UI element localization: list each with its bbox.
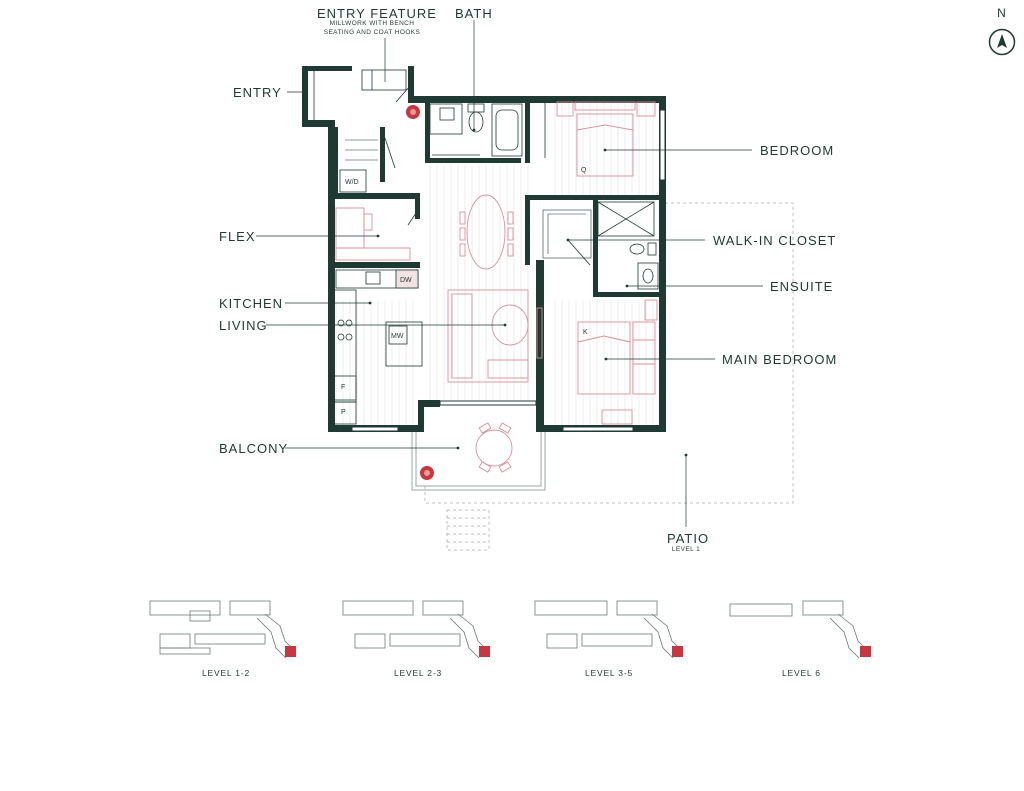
keyplan-level-6 xyxy=(729,600,871,659)
living-label: LIVING xyxy=(219,318,268,333)
ensuite-label: ENSUITE xyxy=(770,279,834,294)
mw-label: MW xyxy=(391,333,404,340)
leader-dots xyxy=(368,128,688,457)
keyplan-level-1-2 xyxy=(149,600,296,659)
bath-fixtures xyxy=(429,103,523,157)
level-6-label: LEVEL 6 xyxy=(782,668,821,678)
bed-k-label: K xyxy=(583,329,588,336)
balcony-table xyxy=(475,422,513,473)
wd-label: W/D xyxy=(345,179,359,186)
balcony-outline xyxy=(411,430,546,491)
patio-label: PATIO xyxy=(667,531,710,546)
patio-outline xyxy=(424,202,794,551)
doors xyxy=(313,70,591,266)
level-2-3-label: LEVEL 2-3 xyxy=(394,668,442,678)
entry-feature-sub2: SEATING AND COAT HOOKS xyxy=(323,29,421,36)
flex-desk xyxy=(335,207,411,261)
dw-label: DW xyxy=(400,277,412,284)
kitchen-counters xyxy=(333,269,423,425)
balcony-label: BALCONY xyxy=(219,441,289,456)
closet-shelving xyxy=(345,139,592,259)
keyplan-level-2-3 xyxy=(342,600,490,659)
level-1-2-label: LEVEL 1-2 xyxy=(202,668,250,678)
entry-bench xyxy=(361,69,407,91)
entry-label: ENTRY xyxy=(233,85,282,100)
entry-feature-label: ENTRY FEATURE xyxy=(317,6,437,21)
exterior-walls xyxy=(302,66,666,432)
pantry-label: P xyxy=(341,409,346,416)
bed-q-label: Q xyxy=(581,167,587,174)
bedroom-furniture xyxy=(556,101,656,177)
main-bedroom-label: MAIN BEDROOM xyxy=(722,352,838,367)
level-3-5-label: LEVEL 3-5 xyxy=(585,668,633,678)
kitchen-label: KITCHEN xyxy=(219,296,284,311)
living-furniture xyxy=(447,289,543,383)
washer-dryer xyxy=(339,169,367,193)
plant-icon xyxy=(420,466,434,480)
keyplan-level-3-5 xyxy=(534,600,683,659)
patio-sub-label: LEVEL 1 xyxy=(671,546,701,553)
main-bedroom-furniture xyxy=(577,299,658,425)
walk-in-closet-label: WALK-IN CLOSET xyxy=(713,233,837,248)
ensuite-fixtures xyxy=(597,201,659,290)
dining-table xyxy=(459,194,514,270)
north-arrow-icon xyxy=(988,28,1016,56)
flex-label: FLEX xyxy=(219,229,256,244)
bedroom-label: BEDROOM xyxy=(760,143,835,158)
north-label: N xyxy=(997,6,1007,20)
north-indicator: N xyxy=(980,4,1024,56)
bath-label: BATH xyxy=(455,6,493,21)
fridge-label: F xyxy=(341,384,345,391)
windows xyxy=(351,109,666,432)
entry-feature-sub1: MILLWORK WITH BENCH xyxy=(329,20,415,27)
leader-lines xyxy=(256,20,763,527)
floor-hatching xyxy=(335,103,654,425)
entry-plant-icon xyxy=(406,105,420,119)
